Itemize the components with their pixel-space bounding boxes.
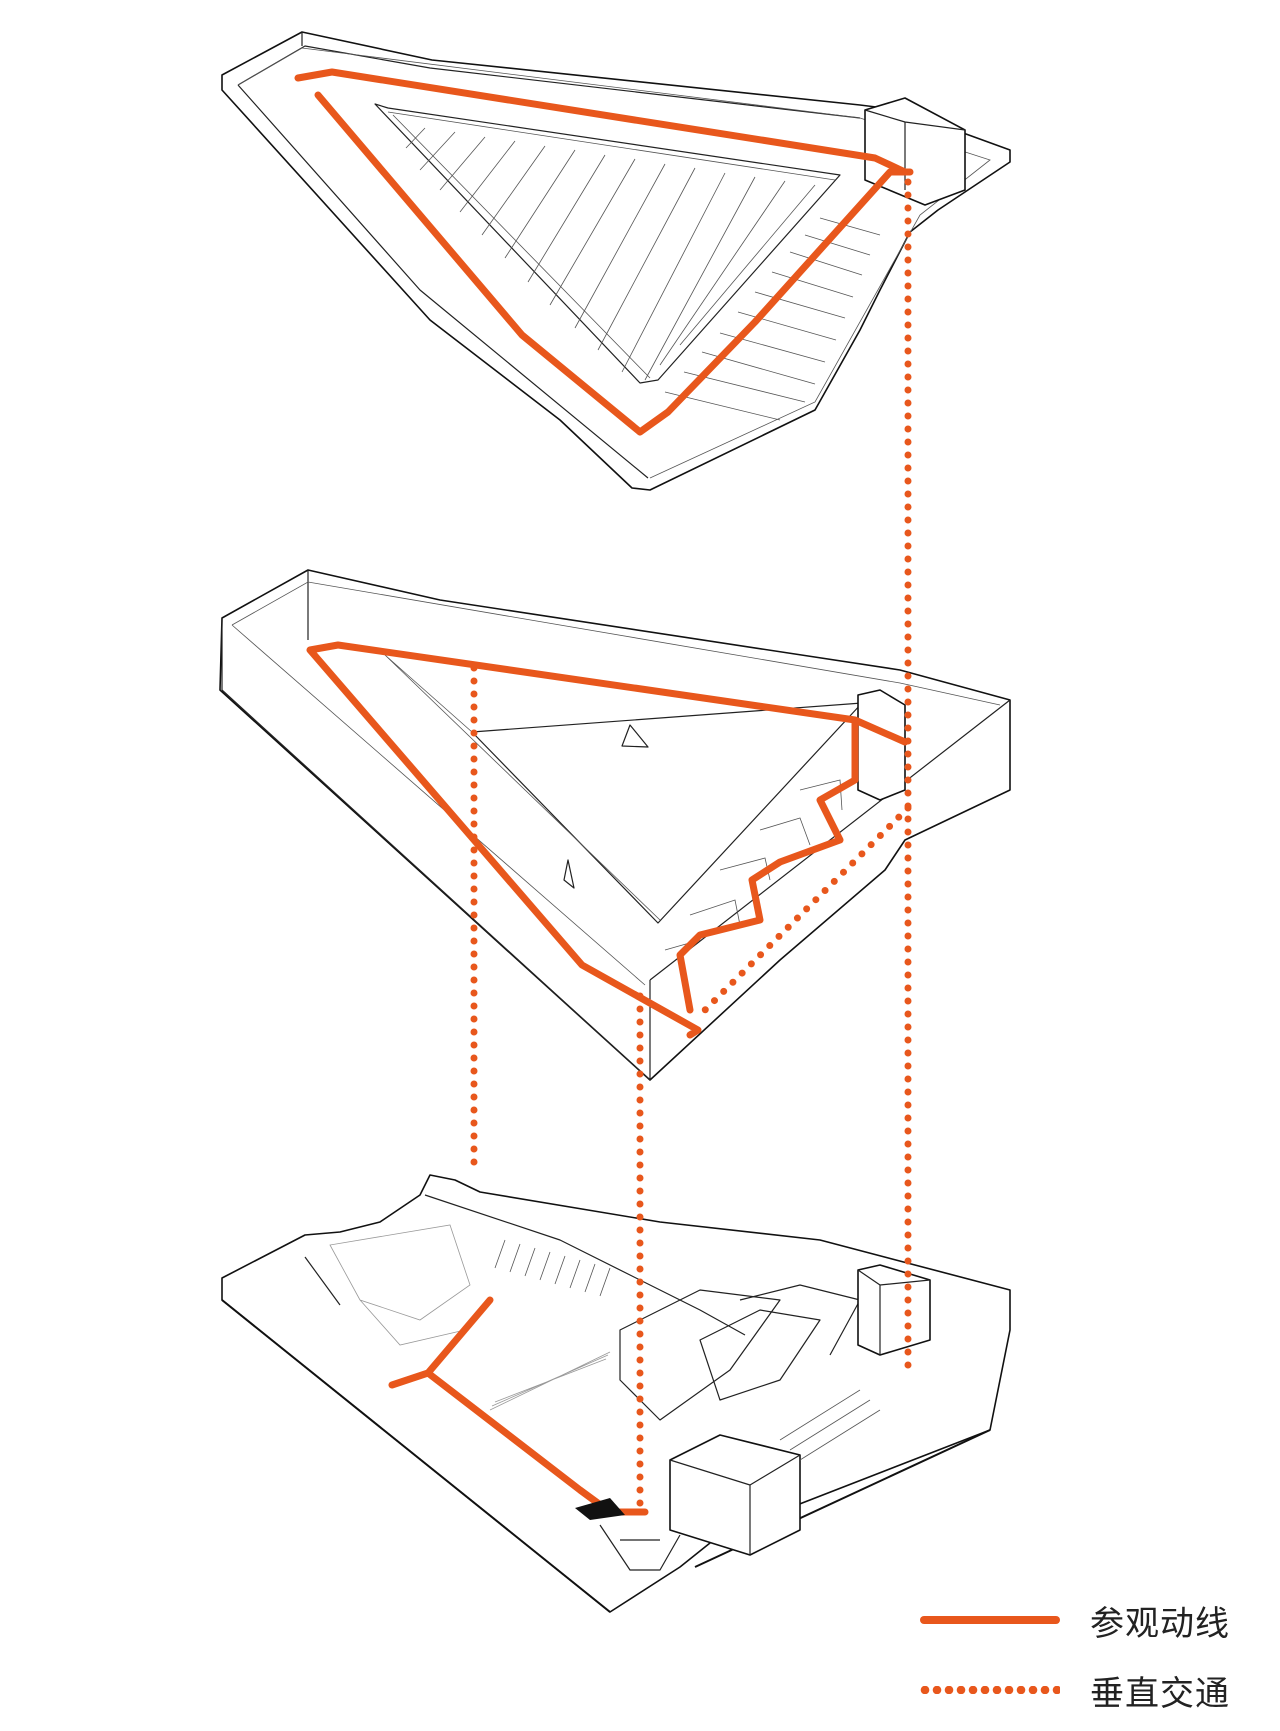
dotted-line-icon <box>920 1686 1060 1694</box>
solid-line-swatch-icon <box>920 1613 1060 1627</box>
level-middle <box>219 569 1011 1081</box>
legend-item-vertical-circulation: 垂直交通 <box>920 1655 1260 1725</box>
legend-label-visitor-route: 参观动线 <box>1090 1603 1230 1644</box>
level-upper <box>221 31 1011 491</box>
legend-label-vertical-circulation: 垂直交通 <box>1090 1673 1230 1714</box>
solid-line-icon <box>920 1616 1060 1624</box>
dotted-line-swatch-icon <box>920 1683 1060 1697</box>
legend-item-visitor-route: 参观动线 <box>920 1585 1260 1655</box>
legend: 参观动线 垂直交通 <box>920 1585 1260 1725</box>
level-ground <box>221 1174 1011 1613</box>
vertical-circulation-lines <box>470 178 912 1514</box>
